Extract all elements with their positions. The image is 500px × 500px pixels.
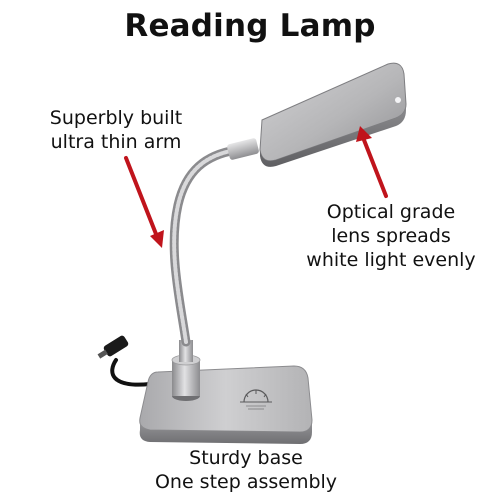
base-callout-line-2: One step assembly [154,471,338,493]
gooseneck-arm [169,145,241,347]
lens-arrow [356,126,388,198]
page-title: Reading Lamp [124,8,376,44]
lens-callout: Optical grade lens spreads white light e… [286,200,496,272]
head-joint [227,138,259,160]
lens-callout-line-1: Optical grade [326,201,456,223]
lamp-base [139,365,313,444]
arm-callout-line-1: Superbly built [49,107,183,129]
arm-arrow [124,156,164,248]
sunrise-logo-icon [240,389,272,410]
lens-callout-line-3: white light evenly [306,249,476,271]
lamp-head [259,62,407,167]
arm-callout: Superbly built ultra thin arm [18,106,214,154]
arm-callout-line-2: ultra thin arm [50,131,182,153]
base-callout-line-1: Sturdy base [189,447,303,469]
lamp-column [171,340,201,401]
lens-callout-line-2: lens spreads [331,225,451,247]
base-callout: Sturdy base One step assembly [146,446,346,494]
